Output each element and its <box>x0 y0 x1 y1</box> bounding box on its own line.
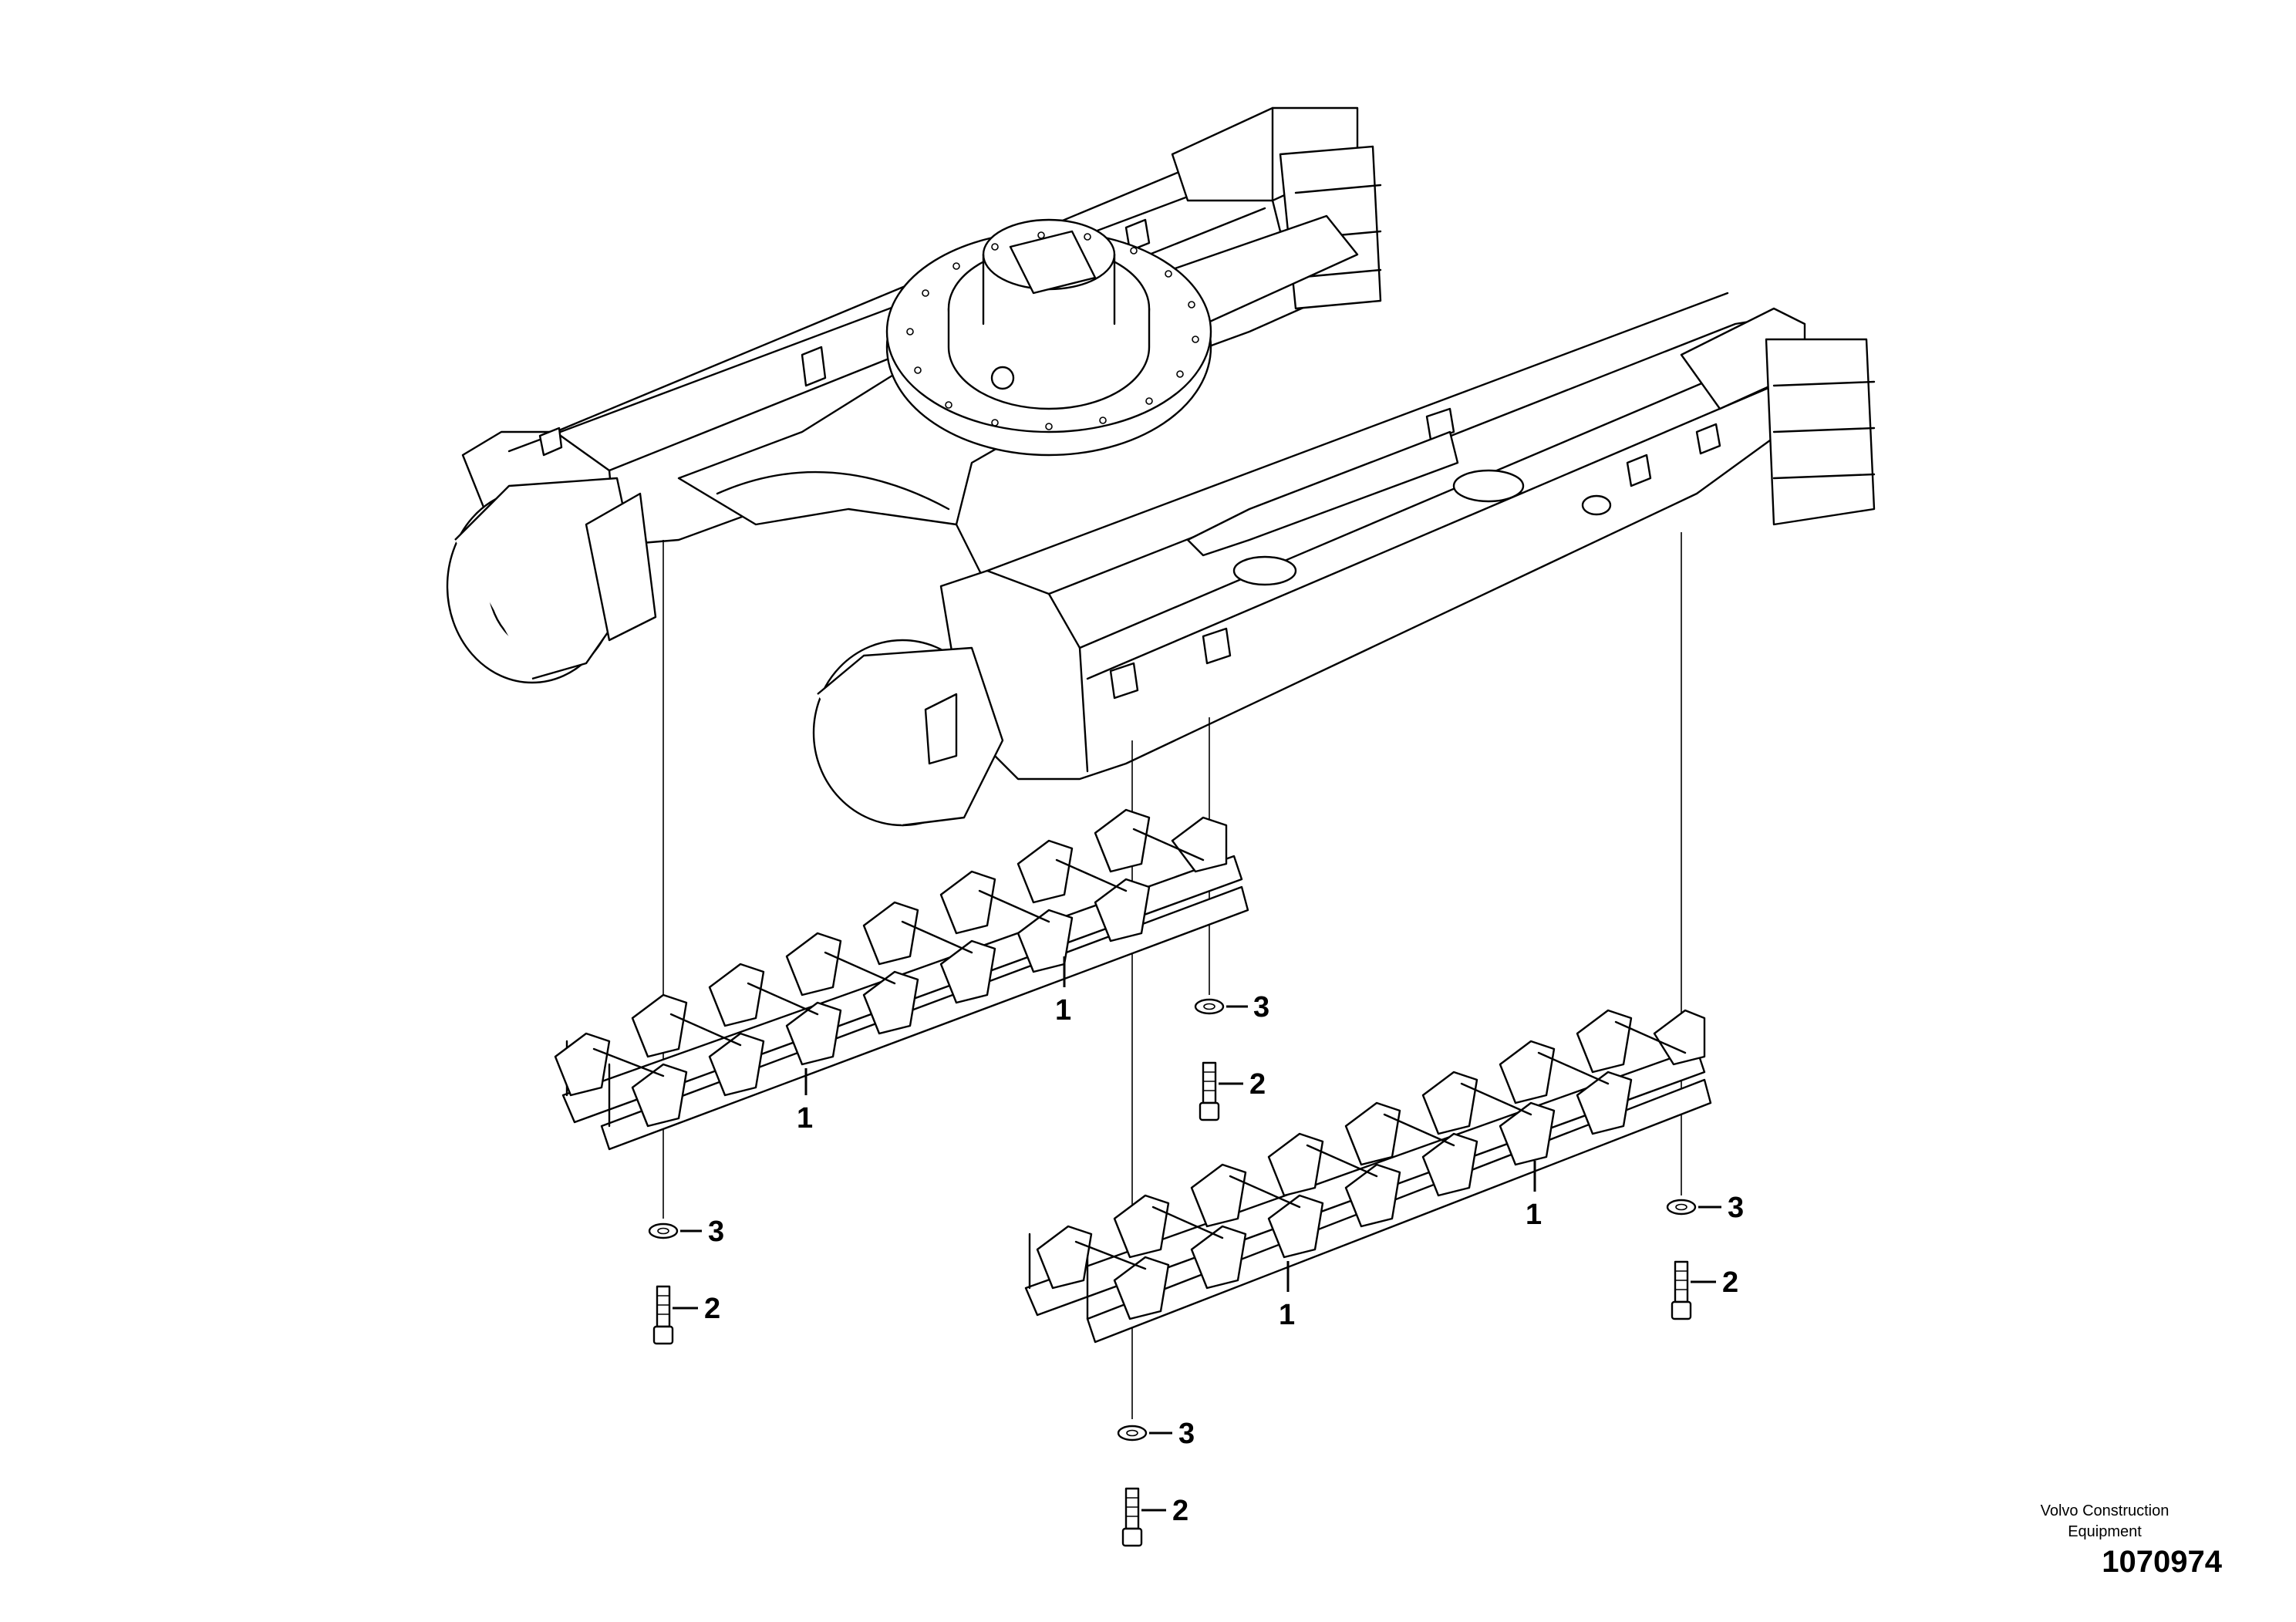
screws <box>652 1061 1692 1547</box>
callout-screw: 2 <box>1172 1495 1188 1527</box>
washer-icon <box>1666 1199 1697 1216</box>
callout-washer: 3 <box>1253 991 1269 1023</box>
callout-screw: 2 <box>1249 1068 1266 1101</box>
slewing-ring-bolt-holes <box>906 231 1199 430</box>
washer-icon <box>648 1222 679 1239</box>
brand-caption: Volvo Construction Equipment <box>1981 1501 2228 1543</box>
drawing-number: 1070974 <box>2102 1545 2222 1579</box>
washers <box>648 998 1697 1442</box>
callout-screw: 2 <box>704 1293 720 1325</box>
washer-icon <box>1117 1425 1148 1442</box>
callout-shoe-guard: 1 <box>1526 1199 1542 1231</box>
callout-numbers: 1 1 1 1 3 3 3 3 2 2 2 2 <box>704 991 1744 1527</box>
track-shoe-guard-upper <box>554 808 1249 1151</box>
callout-screw: 2 <box>1722 1266 1738 1299</box>
callout-shoe-guard: 1 <box>1055 994 1071 1027</box>
washer-icon <box>1194 998 1225 1015</box>
callout-washer: 3 <box>708 1216 724 1248</box>
callout-shoe-guard: 1 <box>797 1102 813 1135</box>
track-shoe-guard-lower <box>1024 1009 1712 1344</box>
screw-icon <box>1671 1260 1692 1320</box>
callout-washer: 3 <box>1728 1192 1744 1224</box>
undercarriage-frame <box>446 106 1876 827</box>
brand-line-2: Equipment <box>2068 1523 2142 1540</box>
screw-icon <box>1199 1061 1220 1121</box>
screw-icon <box>652 1285 674 1345</box>
brand-line-1: Volvo Construction <box>2040 1502 2170 1519</box>
callout-shoe-guard: 1 <box>1279 1299 1295 1331</box>
screw-icon <box>1121 1487 1143 1547</box>
callout-washer: 3 <box>1178 1418 1195 1450</box>
callout-leaders <box>673 956 1721 1512</box>
